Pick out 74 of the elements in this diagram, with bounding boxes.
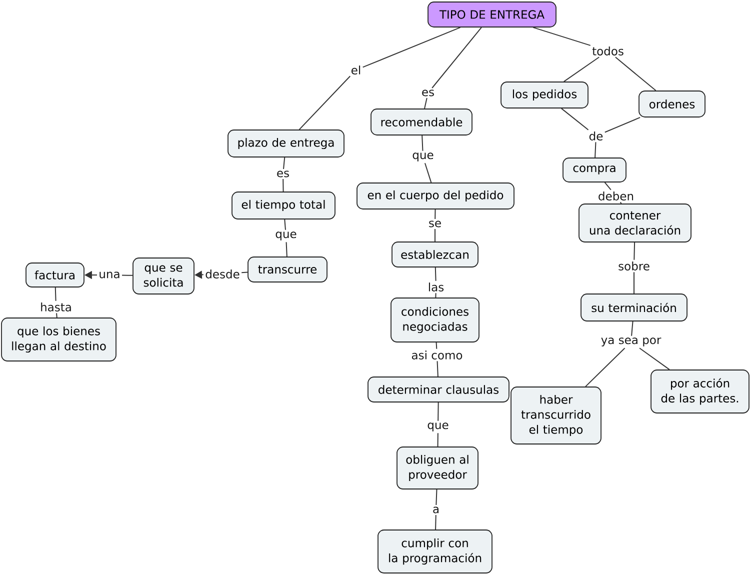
connector-line (585, 348, 626, 388)
concept-box: ordenes (638, 90, 706, 118)
link-label: el (352, 66, 360, 74)
concept-box: transcurre (248, 256, 328, 282)
connector-line (54, 286, 56, 302)
connector-line (604, 182, 612, 190)
concept-box: el tiempo total (232, 192, 336, 220)
connector-line (631, 320, 634, 336)
concept-box: en el cuerpo del pedido (356, 182, 514, 210)
concept-box: haber transcurrido el tiempo (510, 386, 602, 444)
connector-line (424, 98, 428, 110)
link-label: se (429, 220, 441, 228)
concept-box: por acción de las partes. (650, 370, 750, 414)
connector-line (594, 142, 596, 158)
connector-line (614, 56, 656, 92)
link-label: una (100, 272, 120, 278)
connector-line (435, 292, 436, 298)
concept-box: su terminación (580, 294, 688, 322)
connector-line (282, 178, 284, 192)
connector-line (438, 402, 439, 422)
connector-line (639, 348, 670, 370)
link-label: deben (598, 192, 634, 200)
connector-line (434, 266, 436, 282)
link-label: de (589, 132, 603, 140)
connector-line (122, 274, 134, 276)
link-label: es (277, 170, 289, 178)
link-label: que (276, 232, 296, 240)
link-label: las (428, 282, 444, 292)
connector-line (563, 56, 600, 82)
link-label: todos (592, 46, 624, 56)
link-label: desde (206, 270, 240, 278)
connector-line (284, 218, 286, 230)
connector-line (437, 432, 438, 448)
concept-box: que se solicita (132, 258, 194, 294)
concept-box: plazo de entrega (228, 130, 344, 158)
link-label: que (428, 422, 448, 432)
concept-box: contener una declaración (578, 204, 692, 242)
connector-line (432, 26, 482, 88)
connector-line (560, 108, 589, 130)
connector-line (422, 134, 424, 152)
connector-line (436, 488, 438, 506)
concept-box: compra (562, 158, 626, 182)
connector-line (434, 208, 436, 220)
link-label: que (412, 152, 434, 162)
connector-line (532, 26, 591, 46)
link-label: a (433, 506, 438, 514)
link-label: es (422, 90, 434, 96)
connector-line (286, 242, 288, 258)
connector-line (241, 272, 248, 274)
concept-box: obliguen al proveedor (396, 446, 478, 490)
connector-line (435, 514, 436, 530)
concept-box: TIPO DE ENTREGA (428, 2, 556, 28)
concept-box: cumplir con la programación (378, 530, 492, 574)
concept-box: establezcan (392, 242, 478, 268)
connector-line (436, 342, 438, 350)
concept-box: los pedidos (500, 82, 588, 108)
connector-line (298, 76, 351, 130)
concept-box: determinar clausulas (368, 376, 510, 402)
concept-box: factura (26, 262, 84, 288)
concept-box: condiciones negociadas (390, 298, 480, 342)
connector-line (283, 156, 286, 170)
concept-box: recomendable (370, 108, 472, 136)
concept-box: que los bienes llegan al destino (1, 318, 116, 362)
connector-line (56, 312, 58, 318)
link-label: ya sea por (601, 338, 662, 346)
connector-line (362, 26, 461, 68)
connector-line (424, 162, 432, 184)
connector-line (434, 228, 436, 242)
link-label: hasta (41, 302, 71, 312)
link-label: asi como (412, 350, 462, 360)
connector-line (436, 360, 438, 378)
link-label: sobre (618, 262, 650, 270)
connector-line (604, 116, 641, 133)
connector-line (634, 242, 636, 260)
